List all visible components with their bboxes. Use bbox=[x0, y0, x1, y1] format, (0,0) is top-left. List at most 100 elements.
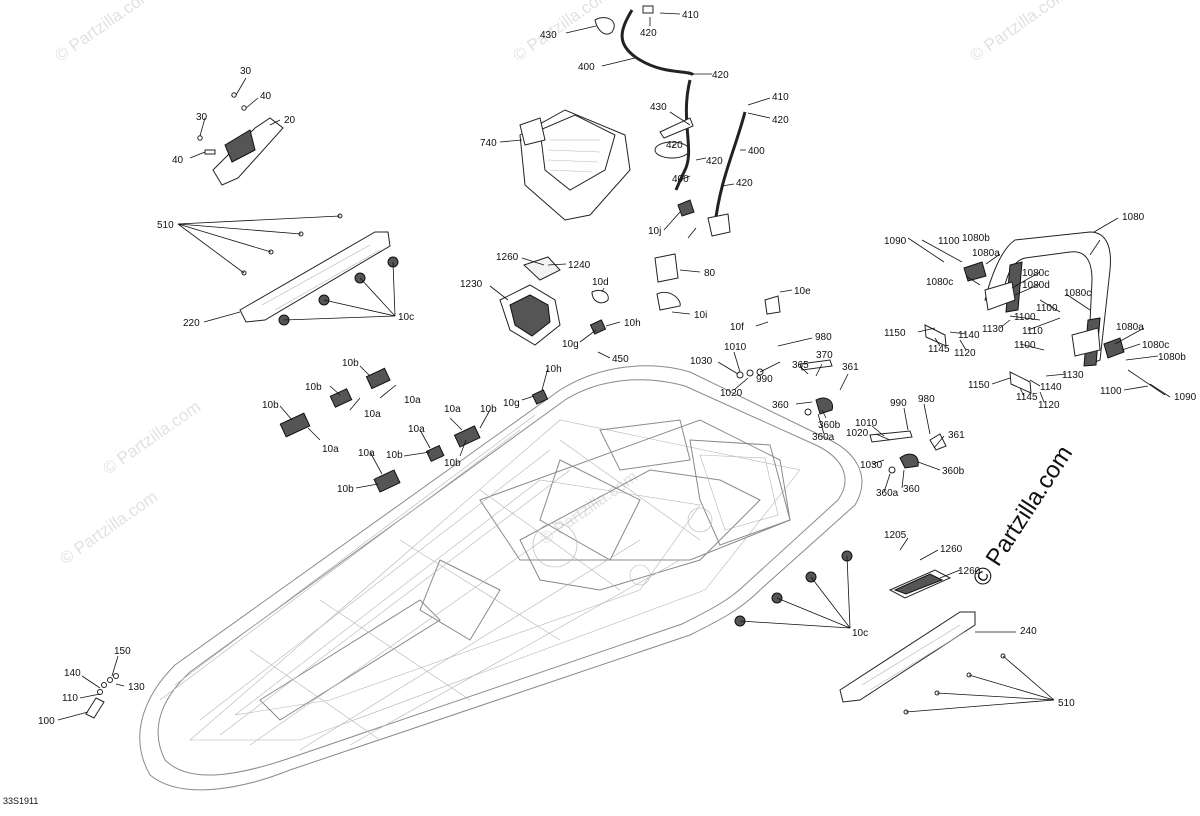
label-10g: 10g bbox=[562, 339, 579, 350]
label-10a-2: 10a bbox=[404, 395, 421, 406]
label-1100-c: 1100 bbox=[1014, 312, 1036, 323]
label-1080c-c: 1080c bbox=[1064, 288, 1091, 299]
label-40: 40 bbox=[260, 91, 272, 102]
label-1080b-b: 1080b bbox=[1158, 352, 1186, 363]
label-1030-b: 1030 bbox=[860, 460, 883, 471]
label-1150-b: 1150 bbox=[968, 380, 990, 391]
label-10a-3: 10a bbox=[322, 444, 339, 455]
label-1120-b: 1120 bbox=[1038, 400, 1060, 411]
label-1110: 1110 bbox=[1022, 326, 1043, 337]
label-1080a: 1080a bbox=[972, 248, 1000, 259]
label-1140-b: 1140 bbox=[1040, 382, 1062, 393]
label-1010: 1010 bbox=[724, 342, 747, 353]
label-10d: 10d bbox=[592, 277, 609, 288]
label-1260: 1260 bbox=[496, 252, 519, 263]
label-510-screw-b: 510 bbox=[1058, 698, 1075, 709]
label-1020-b: 1020 bbox=[846, 428, 869, 439]
hose-assembly bbox=[594, 5, 747, 226]
label-740-storage-bin: 740 bbox=[480, 138, 497, 149]
label-10b-1: 10b bbox=[342, 358, 359, 369]
label-1130-b: 1130 bbox=[1062, 370, 1084, 381]
label-360b-b: 360b bbox=[942, 466, 965, 477]
label-990-b: 990 bbox=[890, 398, 907, 409]
label-10c-plug-b: 10c bbox=[852, 628, 868, 639]
label-1150: 1150 bbox=[884, 328, 906, 339]
label-1080c-d: 1080c bbox=[1142, 340, 1169, 351]
label-10b-4: 10b bbox=[480, 404, 497, 415]
part-labels: 430 410 420 400 420 410 420 430 420 400 … bbox=[38, 10, 1197, 727]
label-1140: 1140 bbox=[958, 330, 980, 341]
watermark-top-center: © Partzilla.com bbox=[509, 0, 614, 65]
label-980-b: 980 bbox=[918, 394, 935, 405]
label-1090-b: 1090 bbox=[1174, 392, 1197, 403]
label-1100-b: 1100 bbox=[1036, 303, 1058, 314]
label-1100-d: 1100 bbox=[1014, 340, 1036, 351]
label-1080c: 1080c bbox=[926, 277, 953, 288]
label-10b-5: 10b bbox=[386, 450, 403, 461]
label-430-cap-2: 430 bbox=[650, 102, 667, 113]
label-10e: 10e bbox=[794, 286, 811, 297]
label-140: 140 bbox=[64, 668, 81, 679]
label-1145-b: 1145 bbox=[1016, 392, 1038, 403]
label-1240: 1240 bbox=[568, 260, 591, 271]
label-10j: 10j bbox=[648, 226, 661, 237]
label-20-footrest: 20 bbox=[284, 115, 296, 126]
tow-eye-100 bbox=[85, 673, 119, 719]
vent-fittings bbox=[591, 199, 781, 315]
label-361: 361 bbox=[842, 362, 859, 373]
label-1260-b: 1260 bbox=[940, 544, 963, 555]
label-1100-e: 1100 bbox=[1100, 386, 1122, 397]
label-430-hose-cap: 430 bbox=[540, 30, 557, 41]
watermark-top-left: © Partzilla.com bbox=[51, 0, 156, 65]
label-1080d: 1080d bbox=[1022, 280, 1050, 291]
hull-body bbox=[139, 365, 863, 791]
label-10a-6: 10a bbox=[358, 448, 375, 459]
label-420-clamp-4: 420 bbox=[666, 140, 683, 151]
watermark-mid-left: © Partzilla.com bbox=[56, 487, 161, 568]
label-10h-2: 10h bbox=[545, 364, 562, 375]
handle-1080 bbox=[921, 231, 1166, 396]
label-361-b: 361 bbox=[948, 430, 965, 441]
label-1010-b: 1010 bbox=[855, 418, 878, 429]
label-360: 360 bbox=[772, 400, 789, 411]
label-10i: 10i bbox=[694, 310, 707, 321]
label-150: 150 bbox=[114, 646, 131, 657]
label-80: 80 bbox=[704, 268, 716, 279]
label-220-rail: 220 bbox=[183, 318, 200, 329]
label-400-hose: 400 bbox=[578, 62, 595, 73]
label-110: 110 bbox=[62, 693, 78, 704]
label-1080a-b: 1080a bbox=[1116, 322, 1144, 333]
pump-fittings bbox=[736, 359, 947, 474]
label-510-screw: 510 bbox=[157, 220, 174, 231]
label-100-tow-eye: 100 bbox=[38, 716, 55, 727]
label-10f: 10f bbox=[730, 322, 744, 333]
rail-240 bbox=[734, 550, 1006, 715]
label-420-clamp-5: 420 bbox=[706, 156, 723, 167]
watermark-top-right: © Partzilla.com bbox=[966, 0, 1071, 65]
leader-lines bbox=[57, 12, 1171, 721]
label-360a: 360a bbox=[812, 432, 835, 443]
label-10b-6: 10b bbox=[444, 458, 461, 469]
label-410-clamp-2: 410 bbox=[772, 92, 789, 103]
label-980: 980 bbox=[815, 332, 832, 343]
label-1090: 1090 bbox=[884, 236, 907, 247]
label-1100: 1100 bbox=[938, 236, 960, 247]
watermark-left: © Partzilla.com bbox=[99, 397, 204, 478]
label-360b: 360b bbox=[818, 420, 841, 431]
label-10a-5: 10a bbox=[444, 404, 461, 415]
label-10g-2: 10g bbox=[503, 398, 520, 409]
label-1145: 1145 bbox=[928, 344, 950, 355]
label-240-rail: 240 bbox=[1020, 626, 1037, 637]
label-10b-3: 10b bbox=[262, 400, 279, 411]
label-1260-c: 1260 bbox=[958, 566, 981, 577]
label-1080c-b: 1080c bbox=[1022, 268, 1049, 279]
label-10h: 10h bbox=[624, 318, 641, 329]
label-365: 365 bbox=[792, 360, 809, 371]
label-40-b: 40 bbox=[172, 155, 184, 166]
label-1205: 1205 bbox=[884, 530, 907, 541]
label-130: 130 bbox=[128, 682, 145, 693]
label-1080b: 1080b bbox=[962, 233, 990, 244]
label-10b-2: 10b bbox=[305, 382, 322, 393]
label-1120: 1120 bbox=[954, 348, 976, 359]
label-400-hose-3: 400 bbox=[672, 174, 689, 185]
